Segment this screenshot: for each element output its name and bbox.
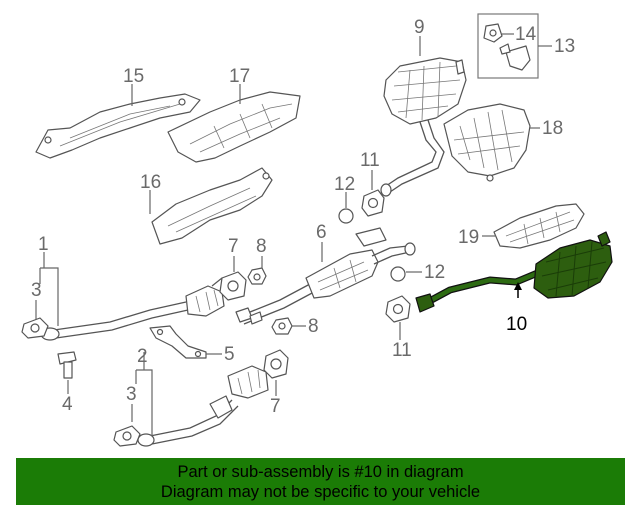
exhaust-parts-diagram: 15 17 16 1 3 4 [21, 13, 613, 447]
callout-11-lower: 11 [392, 340, 412, 361]
callout-3-lower: 3 [126, 384, 137, 405]
part-15-heat-shield[interactable] [35, 93, 201, 159]
part-7-gasket-lower[interactable] [263, 349, 289, 379]
part-4-bolt[interactable] [57, 351, 77, 379]
callout-19: 19 [458, 227, 479, 248]
callout-3-upper: 3 [31, 280, 42, 301]
callout-8-upper: 8 [256, 236, 267, 257]
callout-4: 4 [62, 394, 73, 415]
part-5-bracket[interactable] [149, 325, 207, 359]
callout-11-upper: 11 [360, 150, 380, 171]
part-1-front-pipe[interactable] [40, 277, 229, 341]
part-14-hanger[interactable] [483, 23, 503, 43]
part-16-heat-shield[interactable] [151, 167, 273, 245]
part-10-rear-muffler-highlighted[interactable] [415, 231, 613, 313]
callout-12-lower: 12 [424, 262, 445, 283]
callout-12-upper: 12 [334, 174, 355, 195]
part-6-center-pipe[interactable] [235, 227, 416, 325]
part-18-heat-shield[interactable] [443, 103, 531, 182]
callout-9: 9 [414, 17, 425, 38]
callout-7-lower: 7 [270, 396, 281, 417]
part-11-gasket-upper[interactable] [361, 189, 385, 217]
callout-7-upper: 7 [228, 236, 239, 257]
notice-banner: Part or sub-assembly is #10 in diagram D… [16, 458, 625, 505]
banner-line-2: Diagram may not be specific to your vehi… [160, 483, 481, 501]
part-3-gasket-upper[interactable] [21, 317, 49, 339]
part-8-nut-upper[interactable] [247, 267, 267, 285]
callout-8-lower: 8 [308, 316, 319, 337]
callout-2: 2 [137, 346, 148, 367]
callout-14: 14 [515, 24, 537, 45]
part-9-rear-muffler[interactable] [380, 57, 467, 197]
callout-13: 13 [554, 36, 575, 57]
part-8-nut-lower[interactable] [271, 317, 293, 335]
callout-10: 10 [506, 314, 527, 335]
callout-18: 18 [542, 118, 563, 139]
part-3-gasket-lower[interactable] [113, 425, 141, 447]
callout-16: 16 [140, 172, 161, 193]
part-12-ring-upper[interactable] [338, 208, 354, 224]
callout-5: 5 [224, 344, 235, 365]
part-19-heat-shield[interactable] [493, 203, 585, 249]
callout-15: 15 [123, 66, 144, 87]
part-2-front-pipe[interactable] [137, 365, 269, 447]
part-12-ring-lower[interactable] [390, 266, 406, 282]
part-11-gasket-lower[interactable] [385, 295, 411, 323]
part-13-hanger-bracket[interactable] [499, 43, 531, 71]
callout-17: 17 [229, 66, 250, 87]
callout-1: 1 [38, 234, 49, 255]
callout-6: 6 [316, 222, 327, 243]
banner-line-1: Part or sub-assembly is #10 in diagram [177, 463, 464, 481]
part-17-heat-shield[interactable] [167, 91, 301, 163]
part-7-gasket-upper[interactable] [219, 271, 247, 301]
